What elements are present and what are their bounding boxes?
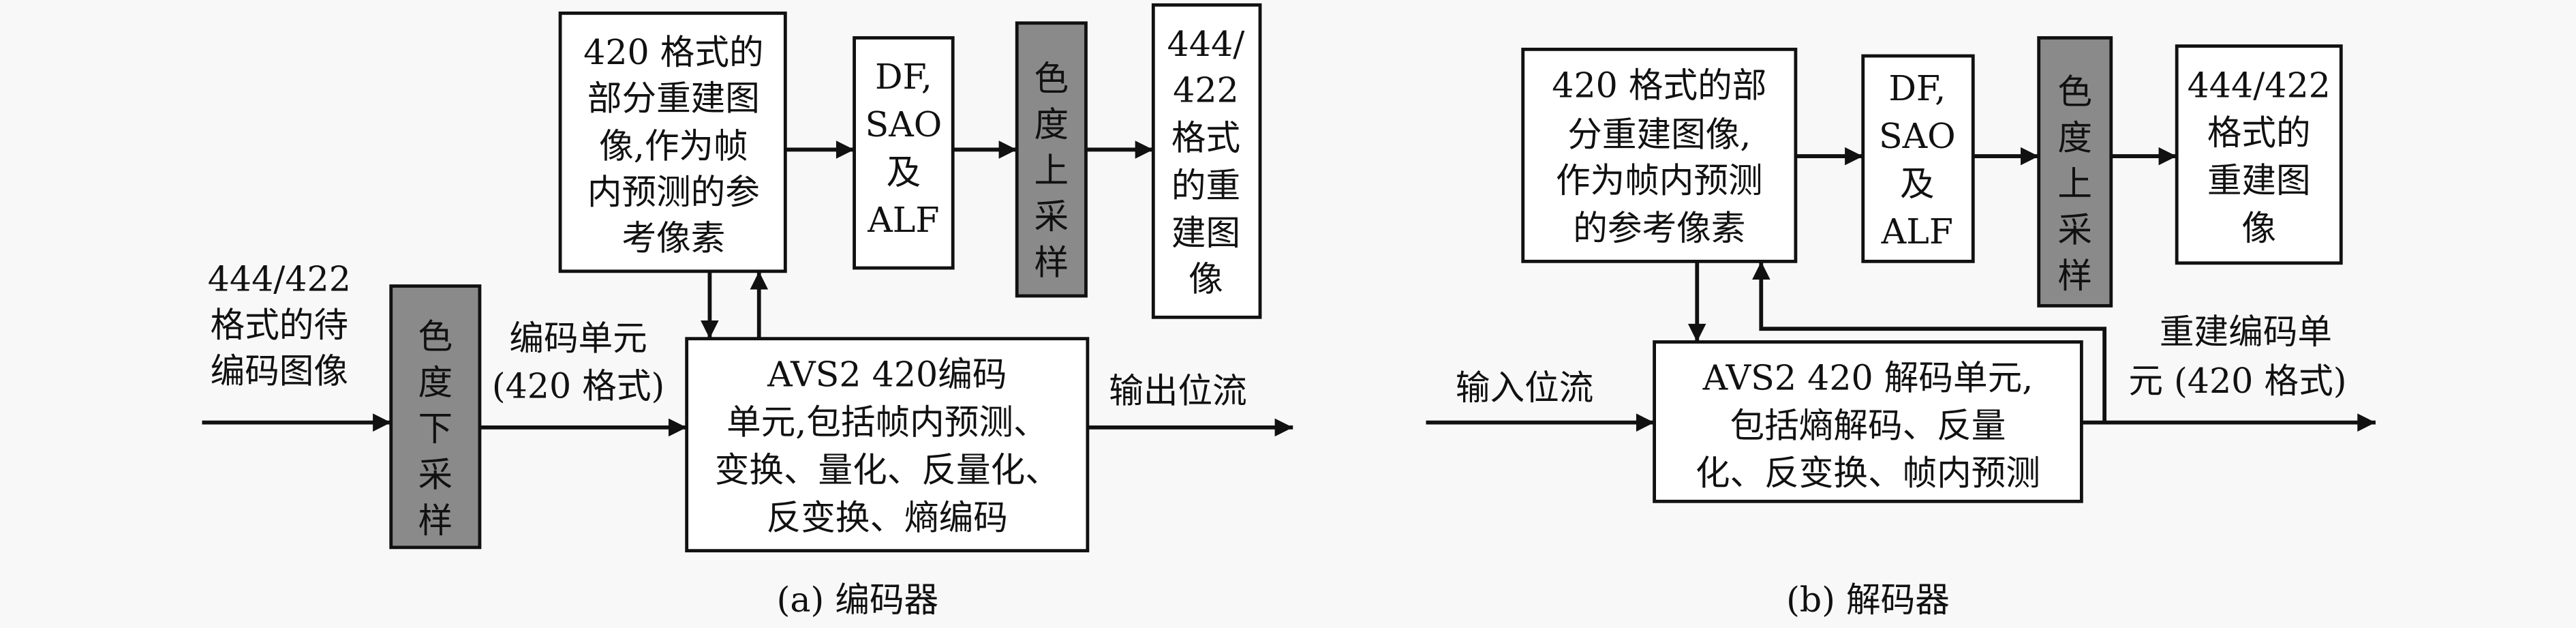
block-line: AVS2 420 解码单元, (1702, 357, 2034, 398)
block-line: SAO (1879, 116, 1956, 156)
block-line: ALF (1881, 211, 1953, 252)
block-line: 420 格式的 (583, 32, 764, 72)
block-line: 像 (1189, 259, 1223, 299)
block-char: 色 (418, 316, 453, 357)
result-image-block: 444/ 422 格式 的重 建图 像 (1151, 3, 1262, 319)
block-line: 化、反变换、帧内预测 (1696, 453, 2040, 493)
block-line: 重建图 (2207, 160, 2311, 200)
avs2-encoder-block: AVS2 420编码 单元,包括帧内预测、 变换、量化、反量化、 反变换、熵编码 (685, 337, 1090, 553)
decoder-caption: (b) 解码器 (1786, 580, 1950, 620)
block-line: 作为帧内预测 (1556, 160, 1763, 200)
block-line: 考像素 (622, 218, 725, 258)
loop-filter-block: DF, SAO 及 ALF (1861, 54, 1975, 263)
input-bitstream-label: 输入位流 (1456, 368, 1593, 408)
block-char: 度 (1034, 104, 1069, 145)
block-line: SAO (865, 104, 942, 145)
decoder-diagram: 输入位流 AVS2 420 解码单元, 包括熵解码、反量 化、反变换、帧内预测 … (1426, 36, 2376, 620)
block-line: 像,作为帧 (599, 125, 748, 166)
block-line: DF, (1888, 68, 1946, 108)
feedback-arrow (1752, 261, 2107, 423)
block-line: AVS2 420编码 (767, 355, 1007, 395)
label-line: 444/422 (208, 259, 351, 299)
block-line: ALF (867, 200, 939, 240)
result-image-block: 444/422 格式的 重建图 像 (2175, 44, 2343, 265)
block-char: 色 (2057, 72, 2092, 112)
block-line: 变换、量化、反量化、 (715, 449, 1060, 490)
block-char: 上 (2057, 164, 2092, 204)
label-line: 编码单元 (509, 318, 647, 359)
partial-recon-block: 420 格式的 部分重建图 像,作为帧 内预测的参 考像素 (558, 11, 787, 273)
block-line: 内预测的参 (587, 172, 760, 212)
block-line: 444/422 (2188, 65, 2331, 105)
block-char: 色 (1034, 59, 1069, 99)
partial-recon-block: 420 格式的部 分重建图像, 作为帧内预测 的参考像素 (1521, 47, 1798, 263)
recon-cu-label: 重建编码单 元 (420 格式) (2128, 312, 2346, 401)
avs2-decoder-block: AVS2 420 解码单元, 包括熵解码、反量 化、反变换、帧内预测 (1653, 340, 2083, 503)
block-line: 建图 (1171, 213, 1240, 253)
block-char: 样 (418, 500, 453, 541)
label-line: 元 (420 格式) (2128, 361, 2346, 401)
block-char: 采 (2057, 209, 2092, 250)
block-char: 采 (1034, 196, 1069, 237)
block-line: 422 (1173, 70, 1239, 110)
coding-unit-label: 编码单元 (420 格式) (492, 318, 664, 406)
label-line: 格式的待 (211, 305, 348, 345)
block-line: 部分重建图 (587, 78, 760, 119)
chroma-upsample-block: 色 度 上 采 样 (2037, 36, 2113, 308)
label-line: 编码图像 (211, 351, 348, 391)
block-line: 444/ (1167, 24, 1246, 64)
block-char: 度 (418, 363, 453, 403)
chroma-downsample-block: 色 度 下 采 样 (389, 284, 482, 550)
block-line: 的参考像素 (1573, 208, 1745, 248)
block-line: 420 格式的部 (1552, 65, 1766, 105)
block-char: 样 (2057, 256, 2092, 296)
block-char: 下 (418, 408, 453, 449)
label-line: (420 格式) (492, 365, 664, 406)
block-line: 反变换、熵编码 (767, 497, 1008, 537)
block-line: 及 (1900, 164, 1935, 204)
chroma-upsample-block: 色 度 上 采 样 (1015, 21, 1088, 298)
label-line: 重建编码单 (2160, 312, 2332, 352)
encoder-diagram: 444/422 格式的待 编码图像 色 度 下 采 样 编码单元 (420 格式… (202, 3, 1293, 620)
block-line: 像 (2241, 208, 2276, 248)
block-line: 分重建图像, (1567, 115, 1751, 155)
block-line: 格式 (1171, 117, 1240, 158)
encoder-input-label: 444/422 格式的待 编码图像 (208, 259, 351, 391)
block-line: 格式的 (2207, 113, 2311, 153)
block-char: 度 (2057, 117, 2092, 158)
block-char: 采 (418, 455, 453, 495)
block-line: 及 (887, 152, 921, 192)
block-line: 的重 (1171, 165, 1240, 205)
loop-filter-block: DF, SAO 及 ALF (853, 36, 955, 270)
block-line: DF, (875, 57, 932, 97)
block-char: 样 (1034, 243, 1069, 283)
encoder-caption: (a) 编码器 (777, 580, 939, 620)
block-char: 上 (1034, 151, 1069, 191)
output-bitstream-label: 输出位流 (1109, 371, 1246, 411)
block-line: 包括熵解码、反量 (1730, 405, 2006, 445)
block-line: 单元,包括帧内预测、 (726, 402, 1048, 442)
